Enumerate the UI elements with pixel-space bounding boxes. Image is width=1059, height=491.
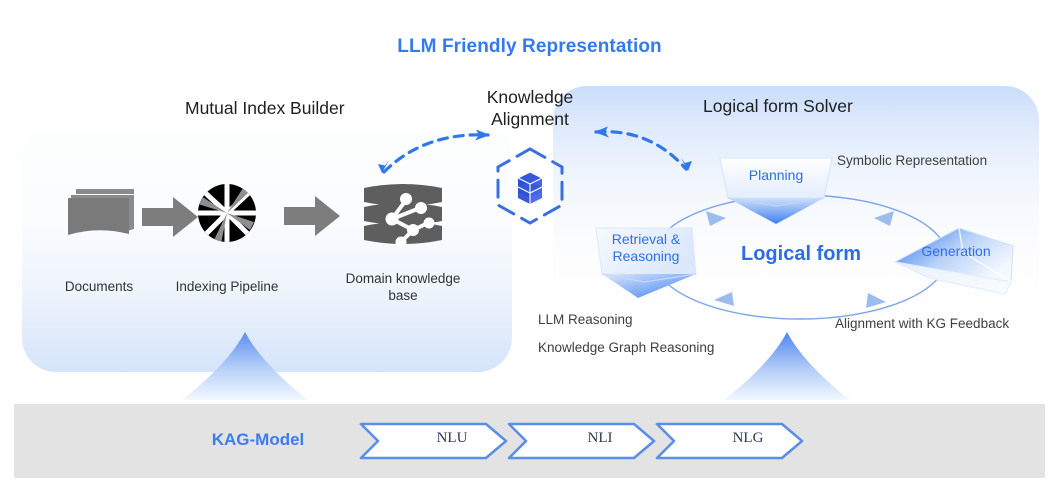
chevron-nli[interactable]: [507, 422, 656, 460]
block-arrow-right-icon-1: [142, 197, 198, 237]
logical-form-solver-heading: Logical form Solver: [703, 96, 853, 116]
database-graph-icon: [364, 184, 442, 248]
annotation-symbolic-representation: Symbolic Representation: [837, 153, 988, 168]
dashed-double-arrow-icon-left: [378, 129, 490, 174]
retrieval-reasoning-node-label: Retrieval & Reasoning: [596, 231, 696, 265]
caption-kb-line1: Domain knowledge: [345, 271, 461, 286]
mutual-index-builder-panel: [22, 122, 512, 372]
chevron-nlu[interactable]: [359, 422, 508, 460]
knowledge-alignment-heading: Knowledge Alignment: [460, 86, 600, 130]
annotation-alignment-with-kg-feedback: Alignment with KG Feedback: [835, 316, 1010, 331]
knowledge-alignment-heading-line1: Knowledge: [486, 87, 574, 107]
connector-triangle-right-icon: [724, 332, 850, 400]
chevron-nlg[interactable]: [655, 422, 804, 460]
caption-documents: Documents: [64, 279, 134, 294]
caption-indexing-pipeline: Indexing Pipeline: [175, 279, 279, 294]
retrieval-label-line2: Reasoning: [612, 248, 680, 264]
kag-model-label: KAG-Model: [211, 430, 305, 449]
generation-node[interactable]: [893, 222, 1017, 302]
retrieval-label-line1: Retrieval &: [611, 231, 681, 247]
caption-domain-knowledge-base: Domain knowledge base: [333, 270, 473, 304]
mutual-index-builder-heading: Mutual Index Builder: [185, 98, 345, 118]
kag-stage-label-nlu: NLU: [436, 430, 468, 446]
annotation-llm-reasoning: LLM Reasoning: [538, 312, 633, 327]
page-title: LLM Friendly Representation: [397, 36, 662, 57]
caption-kb-line2: base: [388, 288, 418, 303]
connector-triangle-left-icon: [182, 332, 308, 400]
dashed-double-arrow-icon-right: [594, 126, 692, 171]
pinwheel-icon: [198, 184, 256, 242]
planning-node[interactable]: [712, 156, 840, 228]
logical-form-center-label: Logical form: [740, 243, 861, 265]
hex-cube-icon: [496, 147, 564, 225]
retrieval-reasoning-node[interactable]: [592, 222, 702, 300]
kag-stage-chevrons: [359, 422, 804, 460]
knowledge-alignment-heading-line2: Alignment: [491, 109, 569, 129]
documents-stack-icon: [68, 189, 134, 235]
generation-node-label: Generation: [921, 243, 991, 259]
kag-stage-label-nlg: NLG: [732, 430, 764, 446]
planning-node-label: Planning: [748, 167, 804, 183]
block-arrow-right-icon-2: [284, 196, 340, 236]
annotation-knowledge-graph-reasoning: Knowledge Graph Reasoning: [538, 340, 715, 355]
kag-stage-label-nli: NLI: [587, 430, 613, 446]
